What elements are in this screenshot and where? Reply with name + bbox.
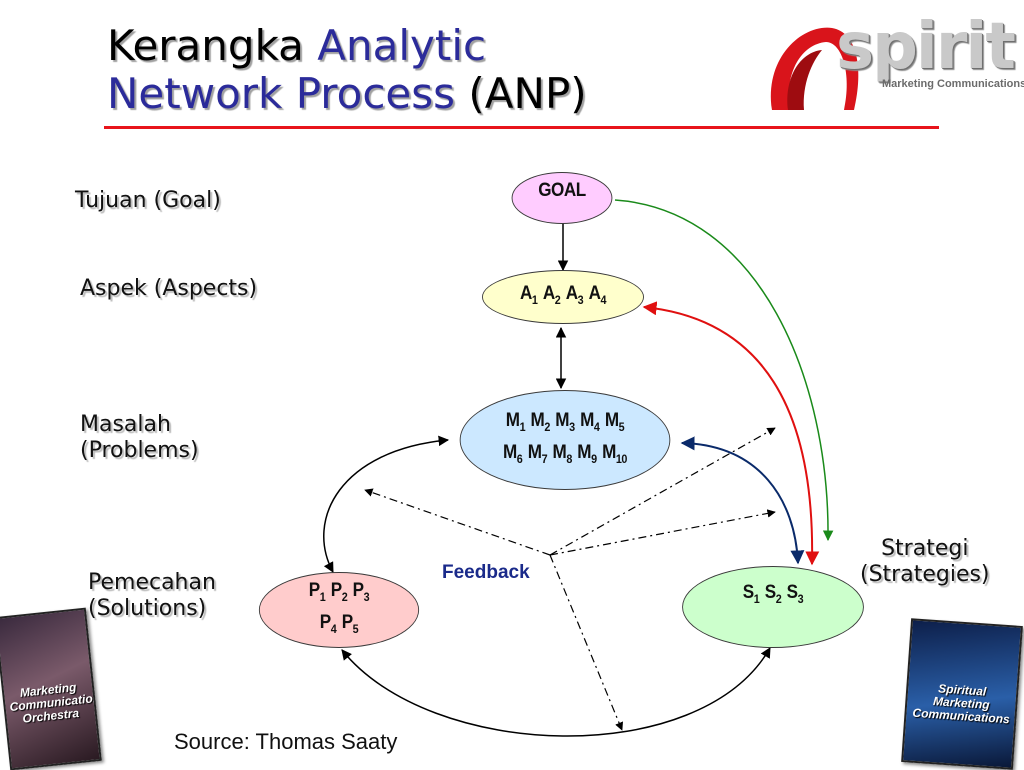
title-accent-2: Network Process xyxy=(107,69,456,118)
node-item: M3 xyxy=(555,410,575,434)
level-problems-label: Masalah (Problems) xyxy=(80,412,199,464)
source-caption: Source: Thomas Saaty xyxy=(174,729,398,754)
node-item: S1 xyxy=(742,582,760,606)
node-item: P5 xyxy=(341,612,359,636)
page-title: Kerangka Analytic Network Process (ANP) xyxy=(107,22,587,118)
book-cover-right: Spiritual Marketing Communications xyxy=(901,618,1023,770)
arrow-problems-solutions xyxy=(323,435,450,573)
arrow-problems-strategies xyxy=(680,436,805,565)
book-right-title: Spiritual Marketing Communications xyxy=(912,681,1011,727)
node-item: M7 xyxy=(527,442,548,466)
node-item: A2 xyxy=(542,283,561,307)
feedback-line-bottom xyxy=(549,554,624,731)
node-item: S3 xyxy=(786,582,804,606)
spirit-logo: spirit Marketing Communications xyxy=(762,10,1024,113)
strategies-label-line2: (Strategies) xyxy=(860,562,990,587)
goal-node: GOAL xyxy=(511,172,613,224)
title-plain-1: Kerangka xyxy=(107,21,304,70)
node-item: S2 xyxy=(764,582,782,606)
title-plain-2: (ANP) xyxy=(468,69,587,118)
level-aspects-label: Aspek (Aspects) xyxy=(80,276,258,301)
level-solutions-label: Pemecahan (Solutions) xyxy=(88,570,216,622)
feedback-line-problems xyxy=(364,488,551,556)
node-item: M2 xyxy=(530,410,551,434)
node-item: M8 xyxy=(552,442,573,466)
solutions-label-line1: Pemecahan xyxy=(88,570,216,595)
node-item: M1 xyxy=(505,410,526,434)
title-line-1: Kerangka Analytic xyxy=(107,22,587,70)
node-item: M5 xyxy=(604,410,625,434)
node-item: A3 xyxy=(565,283,584,307)
title-line-2: Network Process (ANP) xyxy=(107,70,587,118)
node-item: M4 xyxy=(580,410,600,434)
feedback-line-upper-right xyxy=(549,427,776,556)
problems-label-line1: Masalah xyxy=(80,412,171,437)
feedback-label: Feedback xyxy=(442,562,530,583)
level-strategies-label: Strategi (Strategies) xyxy=(860,536,990,588)
logo-arc-icon xyxy=(770,27,859,110)
node-item: P1 xyxy=(308,580,326,604)
arrow-goal-strategies xyxy=(614,199,834,542)
arrow-solutions-strategies xyxy=(341,647,771,737)
node-item: P4 xyxy=(319,612,337,636)
logo-tagline: Marketing Communications xyxy=(882,78,1024,90)
node-item: M10 xyxy=(602,442,627,466)
solutions-label-line2: (Solutions) xyxy=(88,596,207,621)
title-underline xyxy=(104,126,939,129)
level-goal-label: Tujuan (Goal) xyxy=(75,188,221,213)
book-cover-left: Marketing Communications Orchestra xyxy=(0,607,102,770)
node-item: A1 xyxy=(519,283,538,307)
node-item: P3 xyxy=(352,580,370,604)
logo-wordmark: spirit xyxy=(836,10,1016,84)
node-item: M9 xyxy=(577,442,597,466)
arrow-strategies-aspects xyxy=(642,301,820,566)
node-item: P2 xyxy=(330,580,348,604)
strategies-label-line1: Strategi xyxy=(881,536,969,561)
node-item: A4 xyxy=(588,283,607,307)
feedback-line-right xyxy=(549,509,776,556)
problems-label-line2: (Problems) xyxy=(80,438,199,463)
node-item: M6 xyxy=(503,442,523,466)
goal-node-label: GOAL xyxy=(538,180,586,201)
book-left-title: Marketing Communications Orchestra xyxy=(8,680,102,726)
title-accent-1: Analytic xyxy=(317,21,487,70)
